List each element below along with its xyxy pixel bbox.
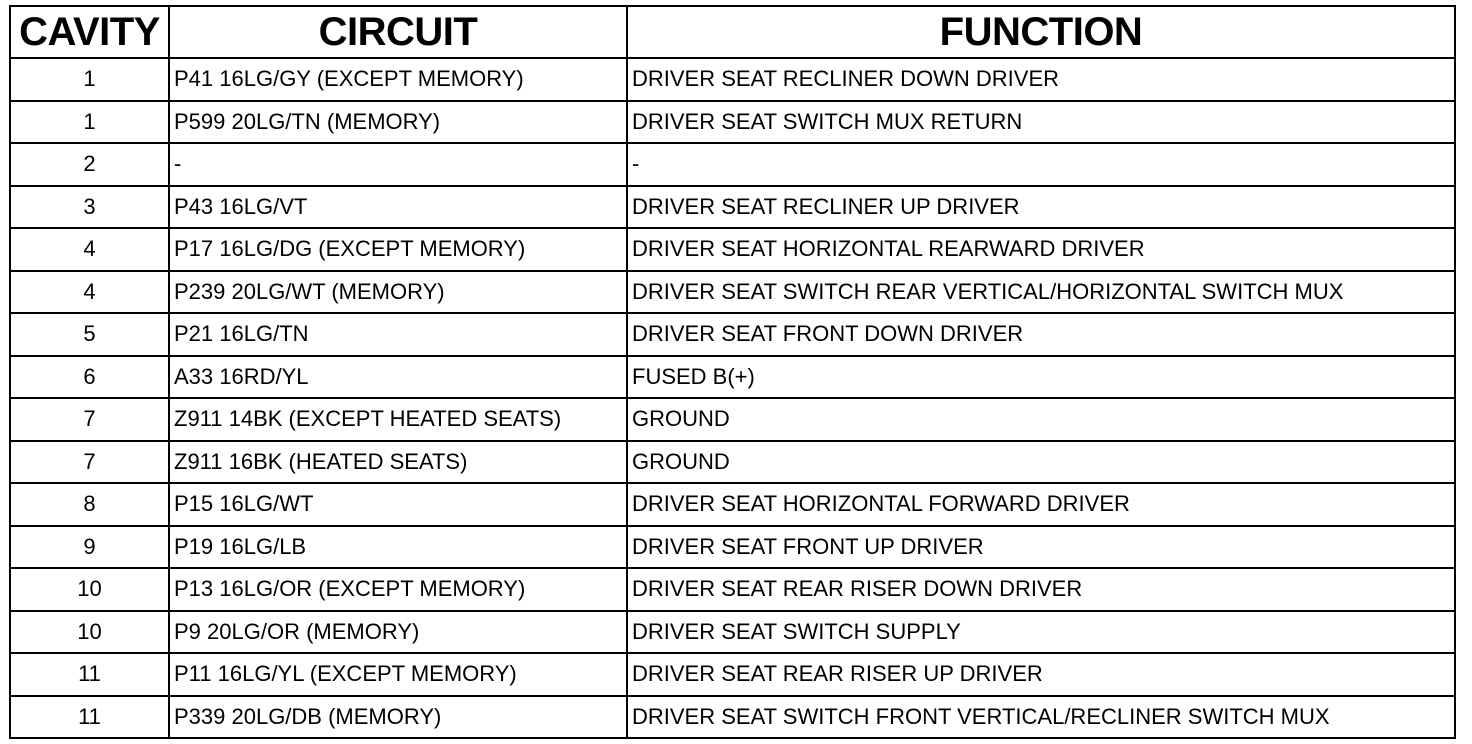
- connector-pinout-table: CAVITY CIRCUIT FUNCTION 1 P41 16LG/GY (E…: [9, 5, 1456, 739]
- function-cell: -: [626, 142, 1456, 187]
- circuit-cell: P21 16LG/TN: [168, 312, 628, 357]
- cavity-cell: 5: [9, 312, 170, 357]
- function-cell: GROUND: [626, 439, 1456, 484]
- header-row: CAVITY CIRCUIT FUNCTION: [9, 5, 1456, 59]
- function-cell: DRIVER SEAT FRONT DOWN DRIVER: [626, 312, 1456, 357]
- cavity-cell: 10: [9, 567, 170, 612]
- table-row: 10 P9 20LG/OR (MEMORY) DRIVER SEAT SWITC…: [9, 609, 1456, 654]
- function-cell: DRIVER SEAT SWITCH SUPPLY: [626, 609, 1456, 654]
- cavity-cell: 4: [9, 227, 170, 272]
- function-cell: DRIVER SEAT REAR RISER DOWN DRIVER: [626, 567, 1456, 612]
- cavity-cell: 10: [9, 609, 170, 654]
- cavity-cell: 1: [9, 57, 170, 102]
- function-cell: FUSED B(+): [626, 354, 1456, 399]
- header-cavity: CAVITY: [9, 5, 170, 59]
- cavity-cell: 3: [9, 184, 170, 229]
- circuit-cell: P19 16LG/LB: [168, 524, 628, 569]
- cavity-cell: 7: [9, 439, 170, 484]
- table-row: 9 P19 16LG/LB DRIVER SEAT FRONT UP DRIVE…: [9, 524, 1456, 569]
- table-row: 3 P43 16LG/VT DRIVER SEAT RECLINER UP DR…: [9, 184, 1456, 229]
- table-row: 4 P239 20LG/WT (MEMORY) DRIVER SEAT SWIT…: [9, 269, 1456, 314]
- table-row: 11 P11 16LG/YL (EXCEPT MEMORY) DRIVER SE…: [9, 652, 1456, 697]
- circuit-cell: Z911 14BK (EXCEPT HEATED SEATS): [168, 397, 628, 442]
- circuit-cell: P17 16LG/DG (EXCEPT MEMORY): [168, 227, 628, 272]
- table-header: CAVITY CIRCUIT FUNCTION: [9, 5, 1456, 59]
- circuit-cell: -: [168, 142, 628, 187]
- circuit-cell: P43 16LG/VT: [168, 184, 628, 229]
- table-row: 5 P21 16LG/TN DRIVER SEAT FRONT DOWN DRI…: [9, 312, 1456, 357]
- cavity-cell: 2: [9, 142, 170, 187]
- function-cell: DRIVER SEAT RECLINER DOWN DRIVER: [626, 57, 1456, 102]
- circuit-cell: P599 20LG/TN (MEMORY): [168, 99, 628, 144]
- cavity-cell: 8: [9, 482, 170, 527]
- cavity-cell: 6: [9, 354, 170, 399]
- circuit-cell: P11 16LG/YL (EXCEPT MEMORY): [168, 652, 628, 697]
- table-row: 10 P13 16LG/OR (EXCEPT MEMORY) DRIVER SE…: [9, 567, 1456, 612]
- header-function: FUNCTION: [626, 5, 1456, 59]
- circuit-cell: Z911 16BK (HEATED SEATS): [168, 439, 628, 484]
- function-cell: GROUND: [626, 397, 1456, 442]
- table-row: 7 Z911 16BK (HEATED SEATS) GROUND: [9, 439, 1456, 484]
- circuit-cell: P9 20LG/OR (MEMORY): [168, 609, 628, 654]
- cavity-cell: 9: [9, 524, 170, 569]
- function-cell: DRIVER SEAT SWITCH REAR VERTICAL/HORIZON…: [626, 269, 1456, 314]
- function-cell: DRIVER SEAT RECLINER UP DRIVER: [626, 184, 1456, 229]
- table-body: 1 P41 16LG/GY (EXCEPT MEMORY) DRIVER SEA…: [9, 57, 1456, 739]
- table-row: 4 P17 16LG/DG (EXCEPT MEMORY) DRIVER SEA…: [9, 227, 1456, 272]
- function-cell: DRIVER SEAT FRONT UP DRIVER: [626, 524, 1456, 569]
- cavity-cell: 11: [9, 652, 170, 697]
- circuit-cell: A33 16RD/YL: [168, 354, 628, 399]
- table-row: 6 A33 16RD/YL FUSED B(+): [9, 354, 1456, 399]
- cavity-cell: 11: [9, 694, 170, 739]
- table-row: 11 P339 20LG/DB (MEMORY) DRIVER SEAT SWI…: [9, 694, 1456, 739]
- cavity-cell: 7: [9, 397, 170, 442]
- function-cell: DRIVER SEAT HORIZONTAL FORWARD DRIVER: [626, 482, 1456, 527]
- table-row: 1 P41 16LG/GY (EXCEPT MEMORY) DRIVER SEA…: [9, 57, 1456, 102]
- table-row: 8 P15 16LG/WT DRIVER SEAT HORIZONTAL FOR…: [9, 482, 1456, 527]
- function-cell: DRIVER SEAT SWITCH FRONT VERTICAL/RECLIN…: [626, 694, 1456, 739]
- circuit-cell: P339 20LG/DB (MEMORY): [168, 694, 628, 739]
- connector-pinout-table-wrapper: CAVITY CIRCUIT FUNCTION 1 P41 16LG/GY (E…: [9, 5, 1456, 739]
- function-cell: DRIVER SEAT SWITCH MUX RETURN: [626, 99, 1456, 144]
- table-row: 1 P599 20LG/TN (MEMORY) DRIVER SEAT SWIT…: [9, 99, 1456, 144]
- circuit-cell: P15 16LG/WT: [168, 482, 628, 527]
- function-cell: DRIVER SEAT HORIZONTAL REARWARD DRIVER: [626, 227, 1456, 272]
- table-row: 2 - -: [9, 142, 1456, 187]
- cavity-cell: 1: [9, 99, 170, 144]
- table-row: 7 Z911 14BK (EXCEPT HEATED SEATS) GROUND: [9, 397, 1456, 442]
- function-cell: DRIVER SEAT REAR RISER UP DRIVER: [626, 652, 1456, 697]
- cavity-cell: 4: [9, 269, 170, 314]
- circuit-cell: P13 16LG/OR (EXCEPT MEMORY): [168, 567, 628, 612]
- header-circuit: CIRCUIT: [168, 5, 628, 59]
- circuit-cell: P41 16LG/GY (EXCEPT MEMORY): [168, 57, 628, 102]
- circuit-cell: P239 20LG/WT (MEMORY): [168, 269, 628, 314]
